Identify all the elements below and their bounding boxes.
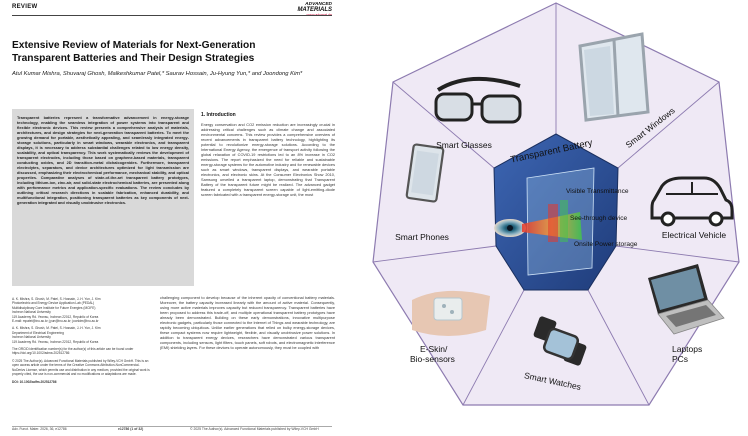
- battery-layer-green: [560, 200, 568, 242]
- smart-watch-icon: [533, 316, 587, 366]
- electric-car-icon: [650, 176, 734, 227]
- smartphone-icon: [405, 143, 445, 203]
- affiliation-line: Incheon National University: [12, 310, 51, 315]
- graphic-canvas: Transparent Battery Visible Transmittanc…: [372, 2, 740, 406]
- sector-label-smart-glasses: Smart Glasses: [436, 140, 492, 150]
- skin-patch-icon: [412, 290, 490, 336]
- affiliations: A. K. Mishra, S. Ghosh, M. Patel, S. Hos…: [12, 297, 152, 417]
- affiliation-line: The ORCID identification number(s) for t…: [12, 347, 134, 356]
- sector-label-smart-phones: Smart Phones: [395, 232, 449, 242]
- header-rule: [12, 15, 332, 16]
- affiliation-line: © 2025 The Author(s). Advanced Functiona…: [12, 358, 150, 377]
- sector-label-electrical-vehicle: Electrical Vehicle: [662, 230, 727, 240]
- section-label: REVIEW: [12, 4, 38, 10]
- center-item-transmittance: Visible Transmittance: [566, 188, 629, 195]
- sector-label-eskin: E-Skin/Bio-sensors: [410, 344, 455, 364]
- footer-citation: Adv. Funct. Mater. 2026, 36, e12786: [12, 427, 67, 431]
- laptops-line-2: PCs: [672, 354, 688, 364]
- affiliation-line: A. K. Mishra, S. Ghosh, M. Patel, S. Hos…: [12, 297, 101, 301]
- footer-copyright: © 2025 The Author(s). Advanced Functiona…: [190, 427, 319, 431]
- article-authors: Atul Kumar Mishra, Shuvaraj Ghosh, Malke…: [12, 71, 303, 77]
- affiliation-line: 119 Academy Rd. Yeonsu, Incheon 22012, R…: [12, 314, 99, 319]
- laptops-line-1: Laptops: [672, 344, 702, 354]
- center-item-power: Onsite Power storage: [574, 241, 638, 248]
- journal-prefix: ADVANCED: [305, 2, 332, 7]
- sector-dividers: [372, 3, 740, 406]
- footer-page-number: e12786 (1 of 32): [118, 427, 144, 431]
- affiliation-line: Incheon National University: [12, 335, 51, 340]
- center-item-seethrough: See-through device: [570, 215, 628, 222]
- smart-window-icon: [578, 32, 650, 122]
- article-page: REVIEW ADVANCED MATERIALS www.advmat.de …: [0, 0, 346, 436]
- abstract-box: Transparent batteries represent a transf…: [12, 109, 194, 286]
- affiliation-line: Department of Electrical Engineering: [12, 330, 64, 335]
- center-item-1-line: Visible Transmittance: [566, 188, 629, 195]
- affiliation-line: Photoelectric and Energy Device Applicat…: [12, 301, 95, 306]
- battery-layer-red: [548, 204, 558, 242]
- intro-text: Energy conservation and CO2 emission red…: [201, 123, 335, 198]
- journal-name: MATERIALS: [297, 7, 332, 13]
- affiliation-line: Multidisciplinary Core Institute for Fut…: [12, 305, 96, 310]
- eskin-line-2: Bio-sensors: [410, 354, 455, 364]
- toc-graphic: Transparent Battery Visible Transmittanc…: [352, 0, 748, 436]
- intro-heading: 1. Introduction: [201, 112, 236, 118]
- article-title: Extensive Review of Materials for Next-G…: [12, 40, 256, 64]
- footer-rule: [12, 426, 332, 427]
- affiliation-line: A. K. Mishra, S. Ghosh, M. Patel, S. Hos…: [12, 326, 101, 331]
- affiliation-line: 119 Academy Rd. Yeonsu, Incheon 22012, R…: [12, 339, 99, 344]
- eskin-line-1: E-Skin/: [420, 344, 448, 354]
- body-text: challenging component to develop because…: [160, 296, 335, 351]
- affiliation-line: DOI: 10.1002/adfm.202512786: [12, 379, 57, 384]
- eye-pupil: [507, 225, 513, 231]
- laptop-icon: [648, 264, 725, 335]
- affiliation-line: E-mail: mpatel@inu.ac.kr; jyun@inu.ac.kr…: [12, 319, 99, 324]
- smart-glasses-icon: [434, 76, 522, 124]
